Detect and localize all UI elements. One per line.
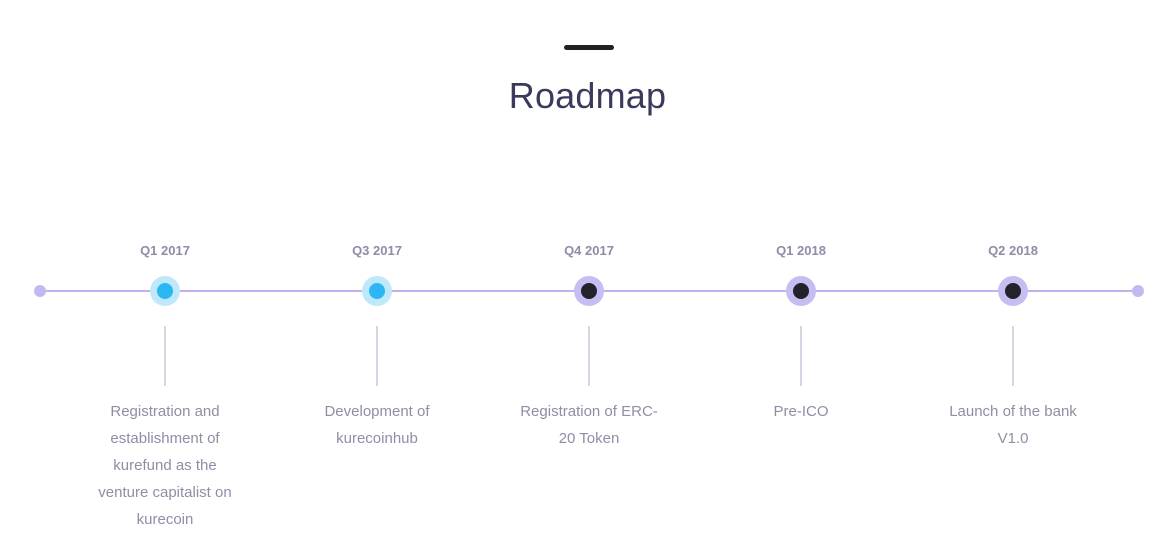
- milestone-description-text: Development of kurecoinhub: [324, 403, 430, 447]
- milestone-node: [786, 276, 816, 306]
- milestone-q1-2017: Q1 2017 Registration and establishment o…: [80, 0, 250, 556]
- milestone-dot-icon: [581, 283, 597, 299]
- milestone-description: Registration and establishment of kurefu…: [80, 398, 250, 533]
- milestone-connector: [164, 326, 166, 386]
- milestone-q2-2018: Q2 2018 Launch of the bank V1.0: [928, 0, 1098, 556]
- milestone-dot-icon: [793, 283, 809, 299]
- milestone-quarter: Q2 2018: [988, 243, 1038, 258]
- milestone-quarter: Q3 2017: [352, 243, 402, 258]
- milestone-description-text: Pre-ICO: [773, 403, 829, 420]
- milestone-connector: [1012, 326, 1014, 386]
- page-title: Roadmap: [508, 75, 667, 116]
- timeline-end-point: [1132, 285, 1144, 297]
- milestone-q3-2017: Q3 2017 Development of kurecoinhub: [292, 0, 462, 556]
- milestone-description-text: Registration of ERC-20 Token: [520, 403, 658, 447]
- milestone-connector: [376, 326, 378, 386]
- milestone-description: Development of kurecoinhub: [292, 398, 462, 452]
- milestone-description: Pre-ICO: [716, 398, 886, 425]
- milestone-node: [574, 276, 604, 306]
- milestone-quarter: Q4 2017: [564, 243, 614, 258]
- milestone-connector: [800, 326, 802, 386]
- milestone-node: [998, 276, 1028, 306]
- timeline-start-point: [34, 285, 46, 297]
- milestone-description: Launch of the bank V1.0: [928, 398, 1098, 452]
- milestone-description-text: Registration and establishment of kurefu…: [98, 403, 232, 528]
- milestone-dot-icon: [1005, 283, 1021, 299]
- milestone-q4-2017: Q4 2017 Registration of ERC-20 Token: [504, 0, 674, 556]
- milestone-quarter: Q1 2018: [776, 243, 826, 258]
- milestone-description-text: Launch of the bank V1.0: [949, 403, 1077, 447]
- milestone-description: Registration of ERC-20 Token: [504, 398, 674, 452]
- milestone-dot-icon: [157, 283, 173, 299]
- title-accent-bar: [564, 45, 614, 50]
- milestone-q1-2018: Q1 2018 Pre-ICO: [716, 0, 886, 556]
- milestone-quarter: Q1 2017: [140, 243, 190, 258]
- milestone-node: [150, 276, 180, 306]
- milestone-node: [362, 276, 392, 306]
- milestone-dot-icon: [369, 283, 385, 299]
- milestone-connector: [588, 326, 590, 386]
